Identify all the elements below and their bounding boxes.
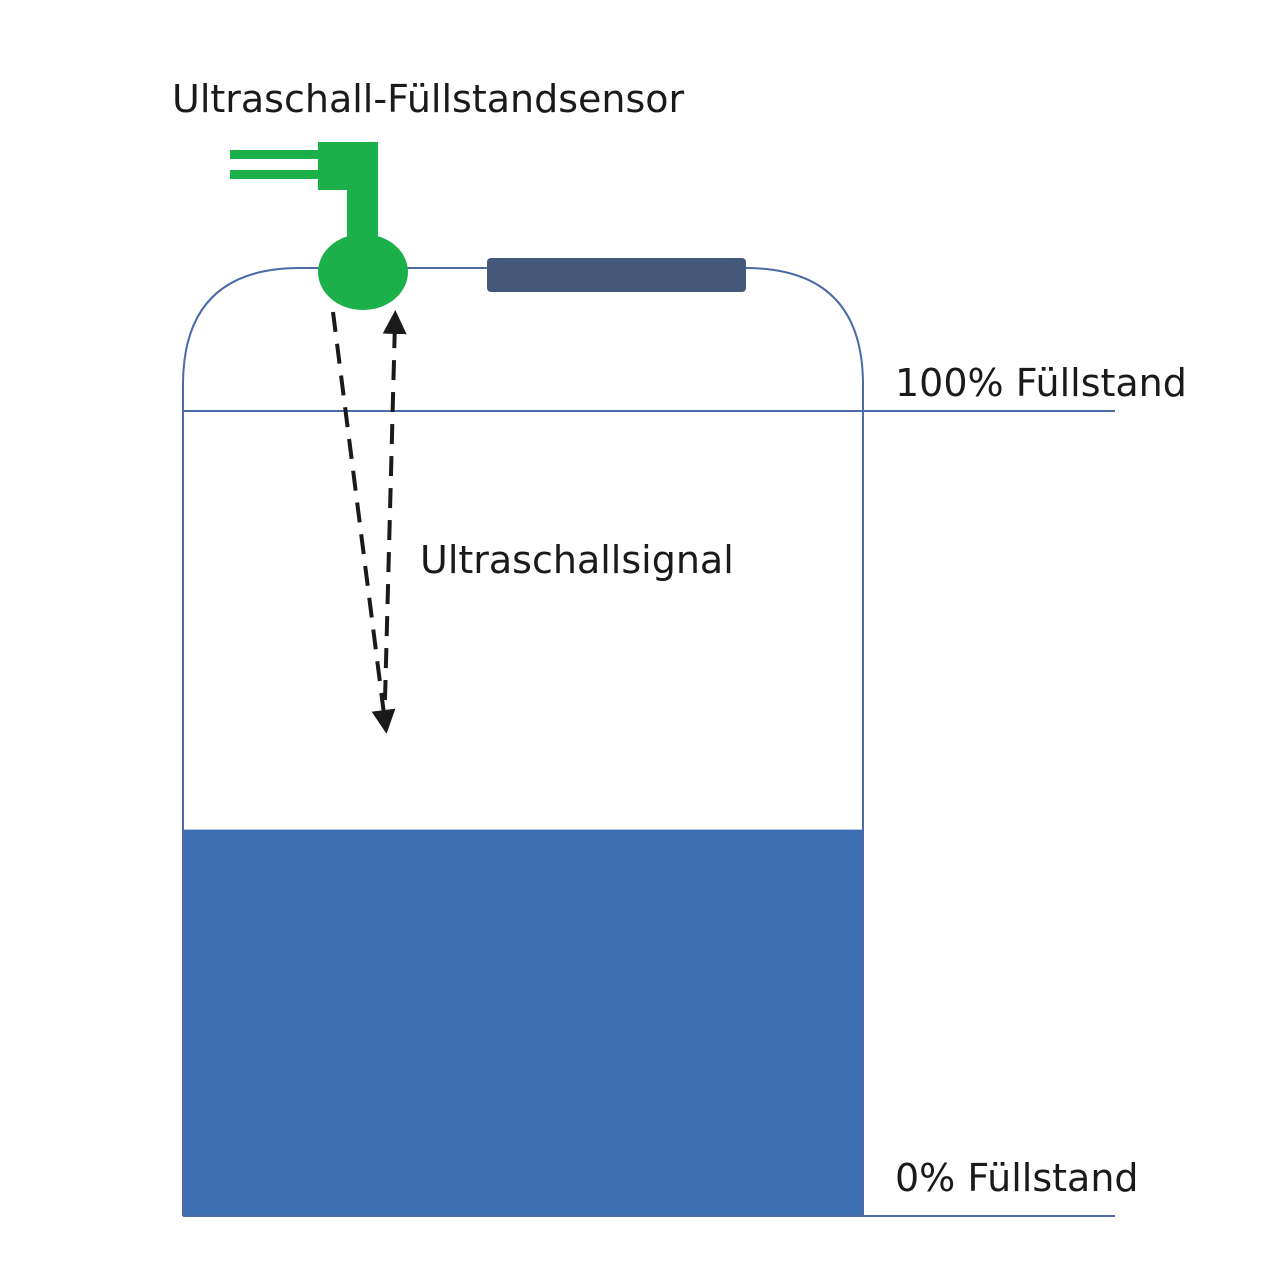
liquid-fill [183, 829, 863, 1216]
level-0-label: 0% Füllstand [895, 1156, 1139, 1200]
level-100-label: 100% Füllstand [895, 361, 1187, 405]
sensor-label: Ultraschall-Füllstandsensor [172, 77, 685, 121]
signal-arrow-up [382, 310, 407, 701]
signal-arrow-down [331, 311, 396, 734]
ultrasonic-sensor-icon [230, 142, 408, 310]
tank-hatch [487, 258, 746, 292]
signal-label: Ultraschallsignal [420, 538, 734, 582]
